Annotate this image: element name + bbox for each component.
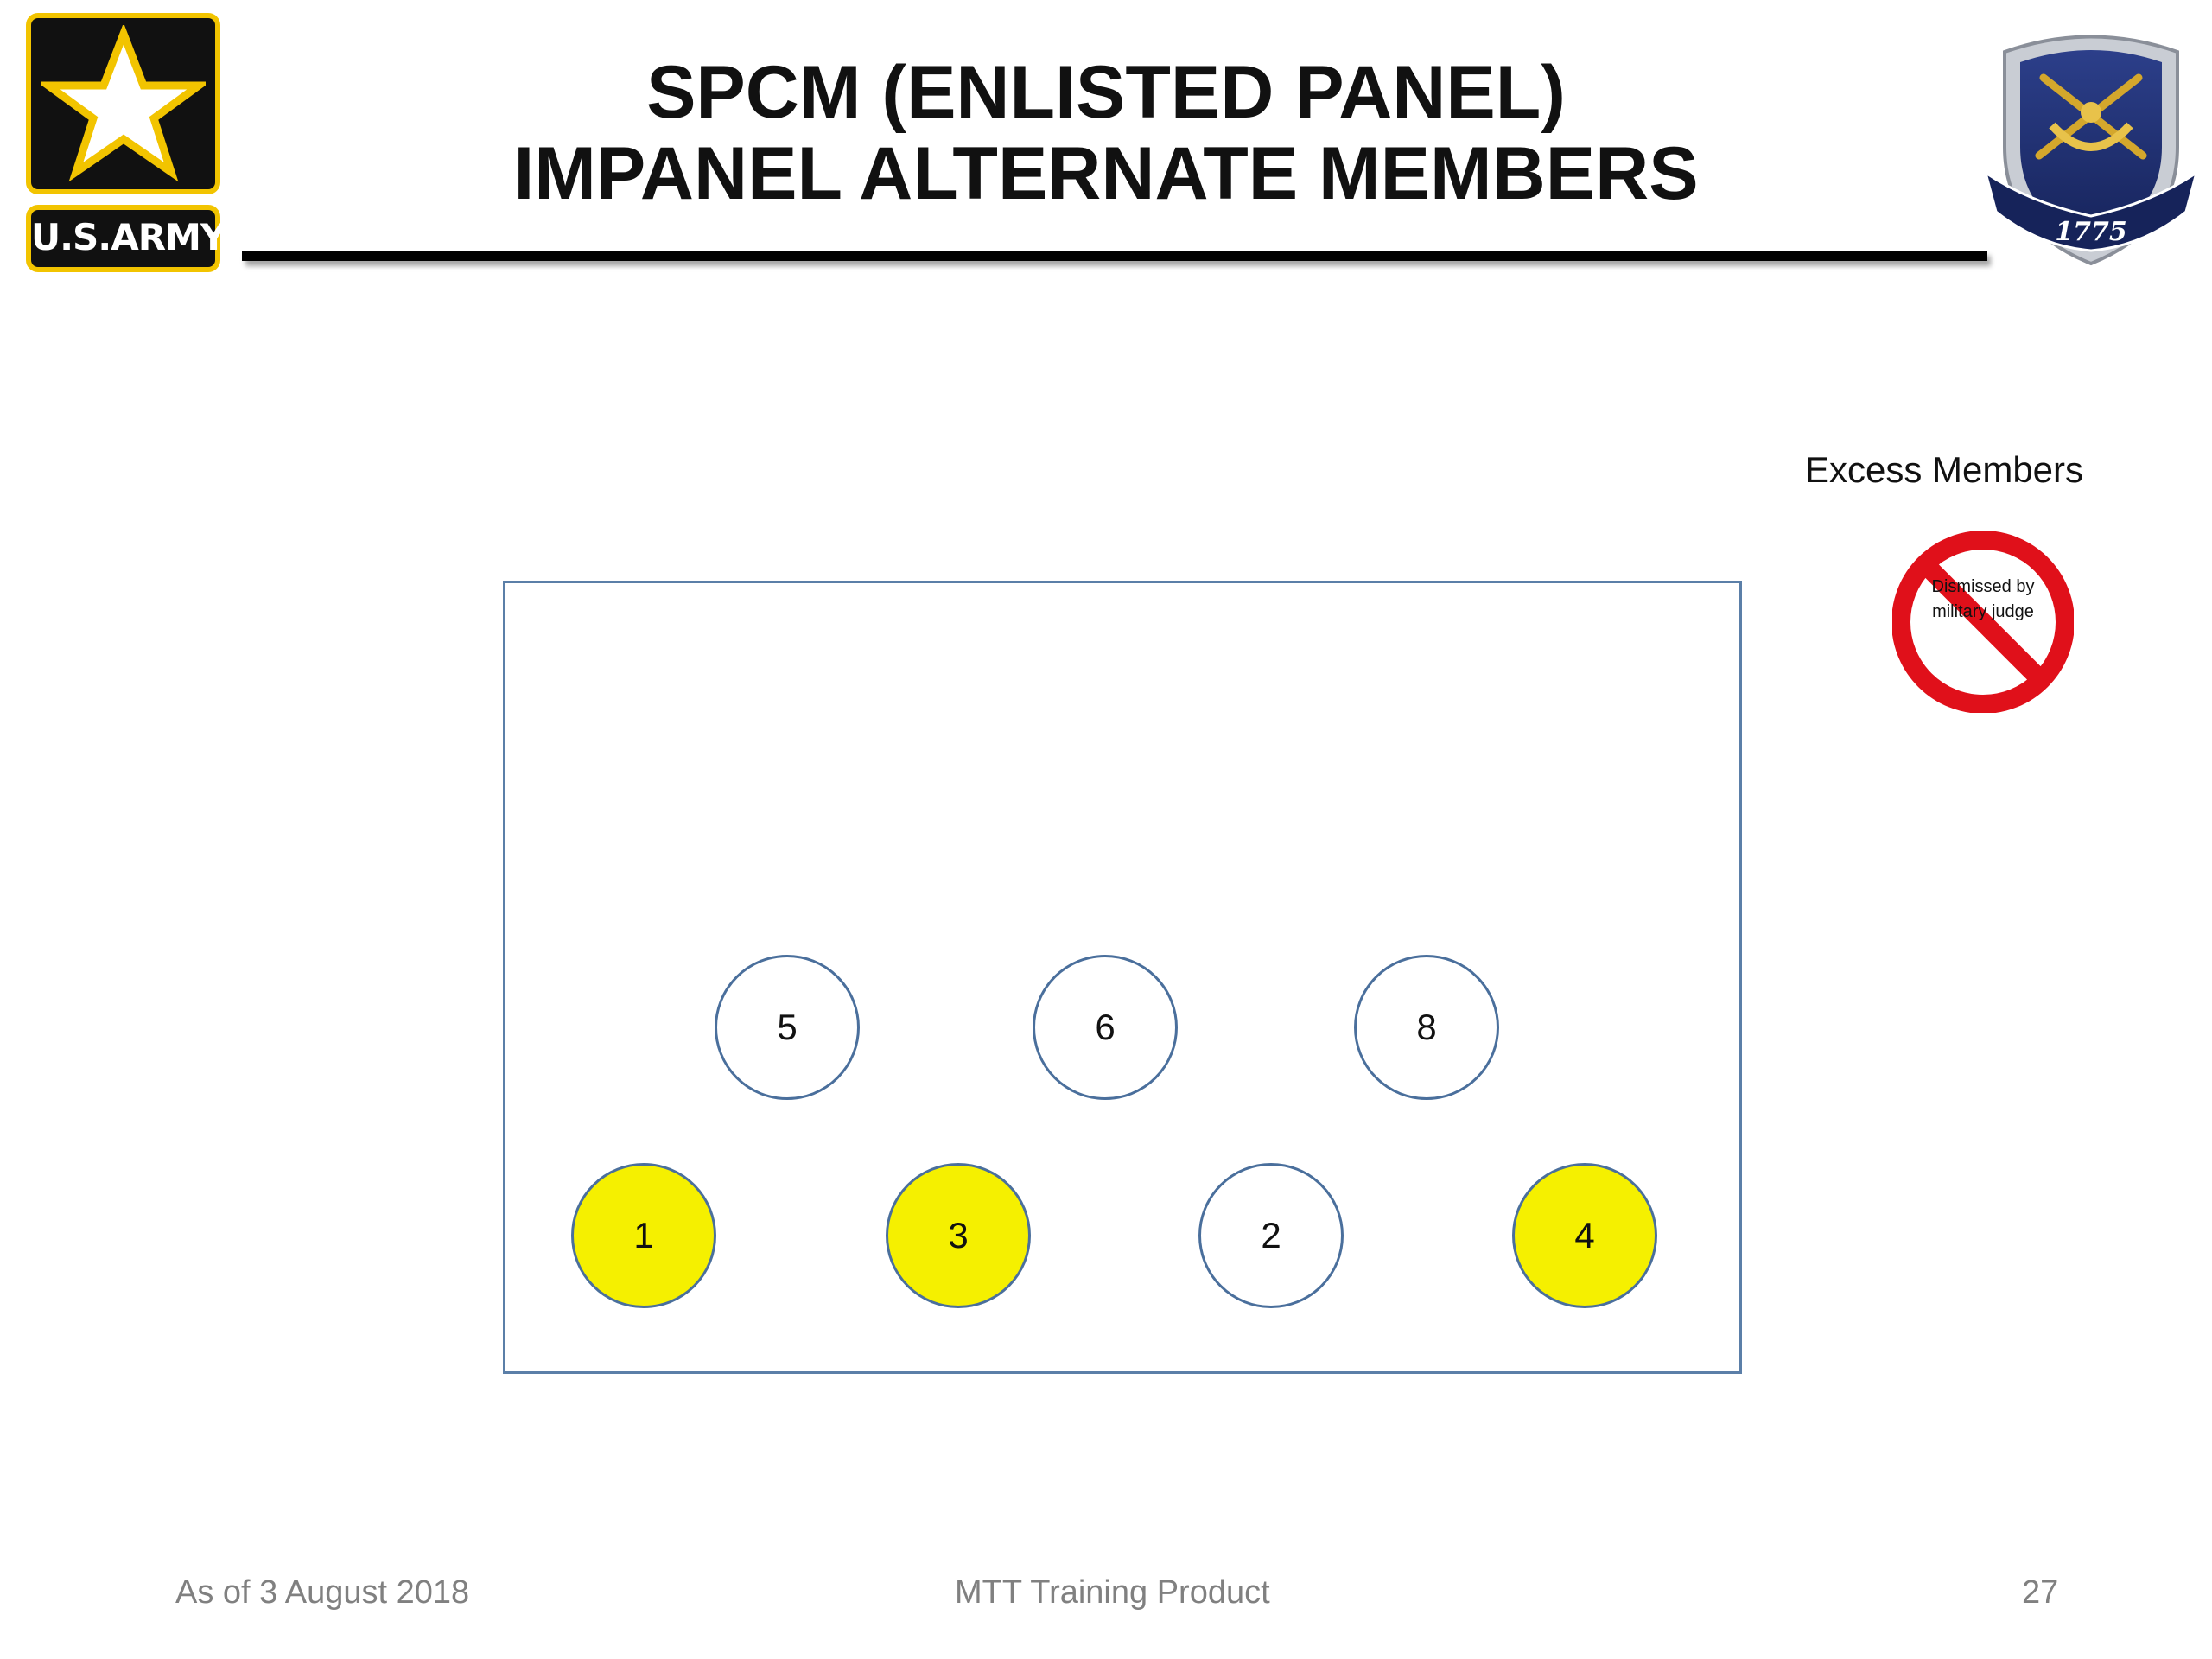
title-underline — [242, 251, 1987, 261]
member-seat-8: 8 — [1354, 955, 1499, 1100]
prohibited-icon — [1892, 531, 2074, 713]
crest-year: 1775 — [2055, 217, 2127, 247]
member-seat-4: 4 — [1512, 1163, 1657, 1308]
member-seat-5: 5 — [715, 955, 860, 1100]
member-seat-3: 3 — [886, 1163, 1031, 1308]
member-number: 5 — [777, 1007, 798, 1047]
army-wordmark: U.S.ARMY — [26, 205, 226, 272]
crest-icon: 1775 — [1983, 35, 2199, 266]
member-number: 1 — [633, 1215, 654, 1255]
army-logo: U.S.ARMY — [26, 13, 226, 272]
title-line-1: SPCM (ENLISTED PANEL) — [646, 51, 1566, 134]
member-number: 6 — [1095, 1007, 1116, 1047]
member-number: 4 — [1574, 1215, 1595, 1255]
footer-product: MTT Training Product — [955, 1574, 1270, 1611]
title-line-2: IMPANEL ALTERNATE MEMBERS — [513, 132, 1699, 215]
footer-date: As of 3 August 2018 — [175, 1574, 470, 1611]
member-seat-6: 6 — [1033, 955, 1178, 1100]
page-title: SPCM (ENLISTED PANEL) IMPANEL ALTERNATE … — [242, 52, 1970, 214]
page-number: 27 — [2022, 1574, 2059, 1611]
excess-members-label: Excess Members — [1804, 449, 2084, 490]
jag-crest: 1775 — [1979, 17, 2203, 272]
member-number: 3 — [948, 1215, 969, 1255]
member-number: 2 — [1261, 1215, 1281, 1255]
star-icon — [41, 25, 206, 182]
member-seat-1: 1 — [571, 1163, 716, 1308]
army-star-emblem — [26, 13, 220, 194]
dismissed-text: Dismissed by military judge — [1931, 577, 2035, 621]
member-seat-2: 2 — [1198, 1163, 1344, 1308]
member-number: 8 — [1416, 1007, 1437, 1047]
